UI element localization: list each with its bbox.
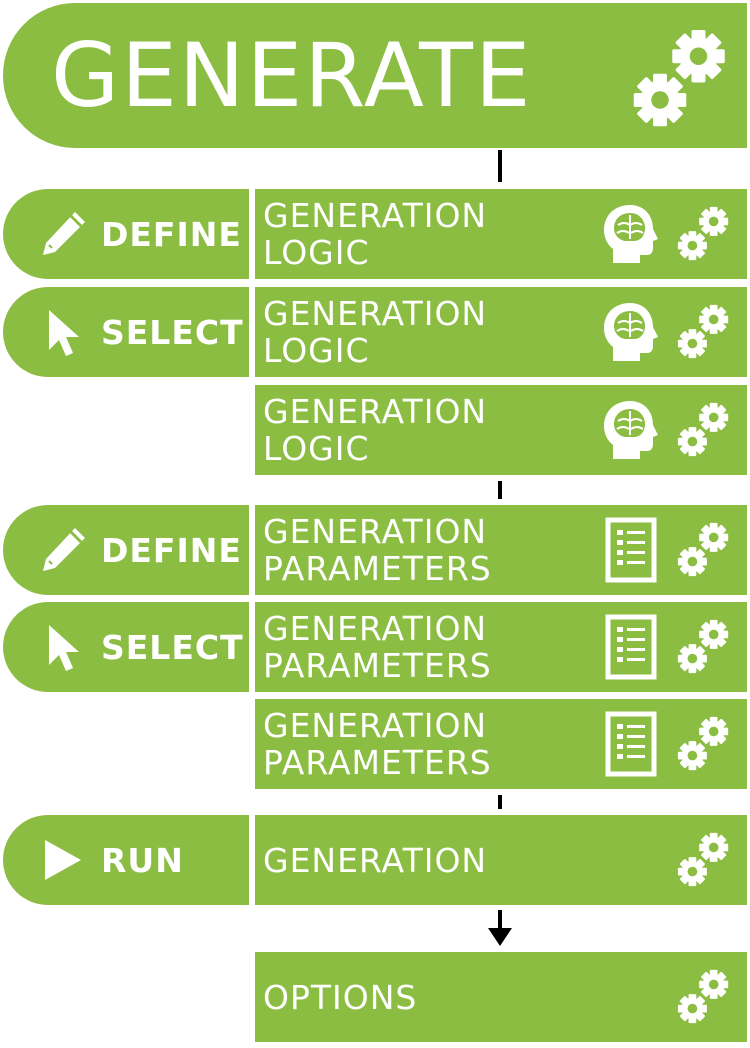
define-logic-button[interactable]: DEFINE — [3, 189, 249, 279]
select-label: SELECT — [101, 312, 244, 352]
gears-icon — [677, 522, 729, 577]
gears-icon — [677, 969, 729, 1024]
select-label: SELECT — [101, 627, 244, 667]
brain-head-icon — [604, 401, 658, 459]
define-label: DEFINE — [101, 214, 242, 254]
gears-icon — [677, 402, 729, 457]
run-button[interactable]: RUN — [3, 815, 249, 905]
select-parameters-button[interactable]: SELECT — [3, 602, 249, 692]
select-logic-button[interactable]: SELECT — [3, 287, 249, 377]
panel-label: GENERATION — [263, 840, 488, 880]
connector-line — [498, 795, 502, 809]
pencil-icon — [43, 528, 85, 571]
cursor-arrow-icon — [49, 310, 79, 356]
cursor-arrow-icon — [49, 625, 79, 671]
gears-icon — [677, 832, 729, 887]
brain-head-icon — [604, 205, 658, 263]
connector-line — [498, 150, 502, 182]
gears-icon — [677, 619, 729, 674]
gears-icon — [677, 716, 729, 771]
page-title: GENERATE — [51, 24, 533, 127]
options-panel[interactable]: OPTIONS — [255, 952, 747, 1042]
define-label: DEFINE — [101, 530, 242, 570]
brain-head-icon — [604, 303, 658, 361]
connector-line — [498, 481, 502, 499]
header-banner: GENERATE — [3, 3, 747, 148]
checklist-icon — [605, 614, 657, 680]
gears-icon — [677, 206, 729, 261]
gears-icon — [677, 304, 729, 359]
gears-icon — [633, 30, 725, 127]
pencil-icon — [43, 212, 85, 255]
checklist-icon — [605, 517, 657, 583]
generation-panel[interactable]: GENERATION — [255, 815, 747, 905]
checklist-icon — [605, 711, 657, 777]
define-parameters-button[interactable]: DEFINE — [3, 505, 249, 595]
arrow-down-icon — [488, 928, 512, 946]
panel-label: OPTIONS — [263, 977, 418, 1017]
play-icon — [45, 840, 81, 880]
connector-arrow-line — [498, 910, 502, 932]
run-label: RUN — [101, 840, 184, 880]
